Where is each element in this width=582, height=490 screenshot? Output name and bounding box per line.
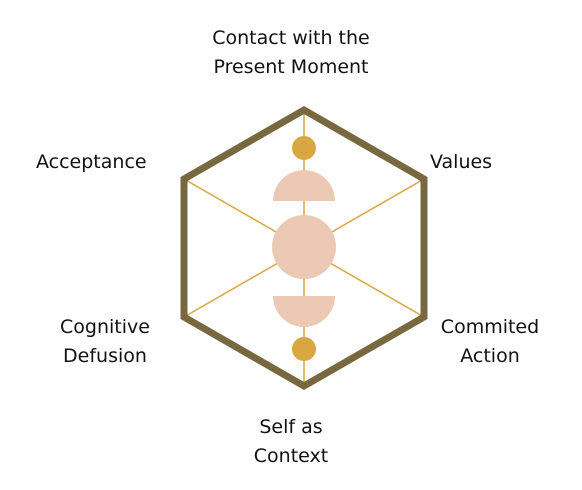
- label-self-as-context: Self as Context: [226, 413, 356, 471]
- label-cognitive-defusion: Cognitive Defusion: [40, 313, 170, 371]
- label-line: Acceptance: [36, 151, 147, 173]
- label-acceptance: Acceptance: [36, 148, 186, 177]
- top-dot: [292, 136, 316, 160]
- label-line: Values: [430, 151, 493, 173]
- label-line: Context: [253, 445, 329, 467]
- label-line: Action: [460, 345, 520, 367]
- label-commited-action: Commited Action: [425, 313, 555, 371]
- label-line: Self as: [259, 416, 323, 438]
- hexagon-outline: [180, 105, 428, 391]
- label-line: Cognitive: [60, 316, 150, 338]
- label-line: Contact with the: [212, 27, 370, 49]
- label-contact-with-present-moment: Contact with the Present Moment: [160, 24, 422, 82]
- lower-half-disc: [273, 296, 335, 327]
- label-values: Values: [430, 148, 540, 177]
- bottom-dot: [292, 337, 316, 361]
- label-line: Defusion: [63, 345, 147, 367]
- label-line: Commited: [440, 316, 540, 338]
- upper-half-disc: [273, 170, 335, 201]
- label-line: Present Moment: [213, 56, 369, 78]
- center-circle: [272, 215, 336, 279]
